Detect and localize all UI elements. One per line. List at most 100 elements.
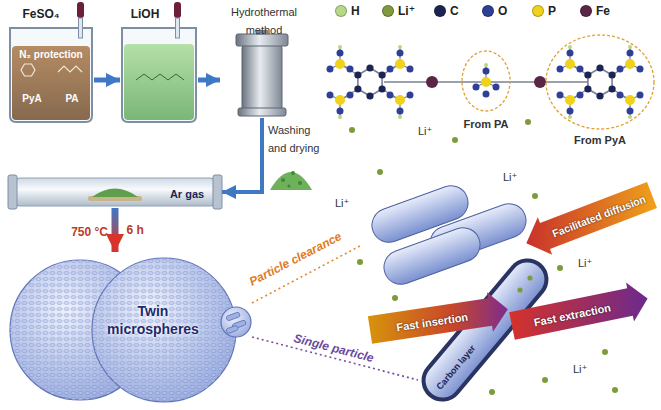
annotation-label: From PA [464,118,509,130]
molecule-structure-part [462,51,510,111]
node-text-box: Hydrothermal method [220,2,308,39]
annotation-box: 6 h [127,220,144,238]
annotation-box: Li⁺ [503,167,517,185]
molecule-structure-part [534,76,546,88]
microsphere-product: Twin microspheres [8,252,236,404]
annotation-box: From PyA [574,130,626,148]
node-text-box: Ar gas [158,184,216,202]
molecule-structure-part [483,91,490,98]
legend-item: C [434,4,459,18]
node-label: FeSO₄ [22,7,59,21]
legend-label: O [498,4,507,18]
legend-label: C [450,4,459,18]
annotation-label: 6 h [127,223,144,237]
legend-item: P [532,4,556,18]
single-particle-rod-part-part [527,275,532,280]
legend-swatch [580,5,592,17]
autoclave-part [238,108,286,116]
node-label: Twin microspheres [107,303,199,337]
molecule-structure-part [426,76,438,88]
process-arrow [112,208,119,252]
legend-swatch [532,5,544,17]
beaker-brown [10,2,92,122]
node-label: Ar gas [170,188,204,200]
tube-furnace-step: Ar gas [8,176,222,208]
lithium-ions-part [602,349,608,355]
legend-swatch [335,5,347,17]
legend-swatch [434,5,446,17]
annotation-label: Li⁺ [503,171,517,183]
tube-furnace-part [14,178,216,206]
lithium-ions-part [452,137,458,143]
capsule-particles-part [379,223,485,289]
node-text-box: Twin microspheres [98,302,208,339]
process-arrow [198,78,220,83]
annotation-label: Li⁺ [418,125,432,137]
node-text-box: LiOH [120,4,170,22]
green-powder-part-part [287,184,290,187]
arrow-band [509,282,647,339]
node-text-box: N₂ protection [8,44,94,62]
legend-label: Fe [596,4,610,18]
twin-microspheres-part [221,307,251,337]
tube-furnace-part [92,189,138,198]
node-text-box: FeSO₄ [8,4,74,22]
autoclave-step: Hydrothermal method [220,2,308,118]
beaker-green-part [174,2,181,18]
beaker-brown-part [21,64,82,76]
node-label: PyA [22,93,41,104]
beaker-lioh: LiOH [120,2,198,124]
node-label: N₂ protection [19,49,82,60]
annotation-label: Li⁺ [578,257,592,269]
annotation-label: From PyA [574,134,626,146]
beaker-green-part-part [136,74,184,80]
molecule-structure-part [557,45,644,119]
lithium-ions-part [392,295,398,301]
edge-label-box: Washing and drying [268,120,324,157]
beaker-precursor: FeSO₄ N₂ protectionPyA PA [8,2,94,124]
molecule-structure-part [473,63,500,91]
beaker-green-part [176,18,180,38]
green-powder-part-part [281,178,285,182]
molecule-structure-part [546,35,654,129]
tube-furnace-part [8,175,17,209]
green-powder-part-part [298,181,302,185]
legend-label: Li⁺ [398,4,415,18]
legend-label: P [548,4,556,18]
annotation-label: Li⁺ [335,197,349,209]
single-particle-rod-part [517,275,532,292]
lithium-ions-part [349,127,355,133]
legend-label: H [351,4,360,18]
autoclave [236,30,288,116]
beaker-brown-part [79,18,83,38]
green-powder [270,171,312,190]
beaker-brown-part [10,28,92,122]
annotation-box: Single particle [292,328,376,366]
single-particle-rod-part-part [517,287,522,292]
lithium-ions-part [489,389,495,395]
edge-label: Washing and drying [268,124,319,154]
annotation-box: From PA [464,114,509,132]
node-text-box: PA [52,88,92,106]
molecule-structure-part [327,45,414,119]
lithium-ions-part [357,259,363,265]
annotation-box: Li⁺ [335,193,349,211]
twin-microspheres-part-part [226,312,241,321]
annotation-box: Li⁺ [418,121,432,139]
annotation-label: Particle clearance [247,229,344,289]
node-label: PA [65,93,78,104]
twin-microspheres-part [92,258,236,402]
legend-swatch [382,5,394,17]
twin-microspheres [10,258,251,402]
beaker-green [122,2,196,122]
twin-microspheres-part-part [226,325,239,334]
beaker-brown-part-part [58,66,82,72]
legend-item: H [335,4,360,18]
annotation-box: Particle clearance [246,226,345,289]
annotation-label: Li⁺ [573,363,587,375]
twin-microspheres-part [92,258,236,402]
lithium-ions-part [532,193,538,199]
beaker-brown-part-part [21,64,35,76]
lithium-ions-part [557,265,563,271]
